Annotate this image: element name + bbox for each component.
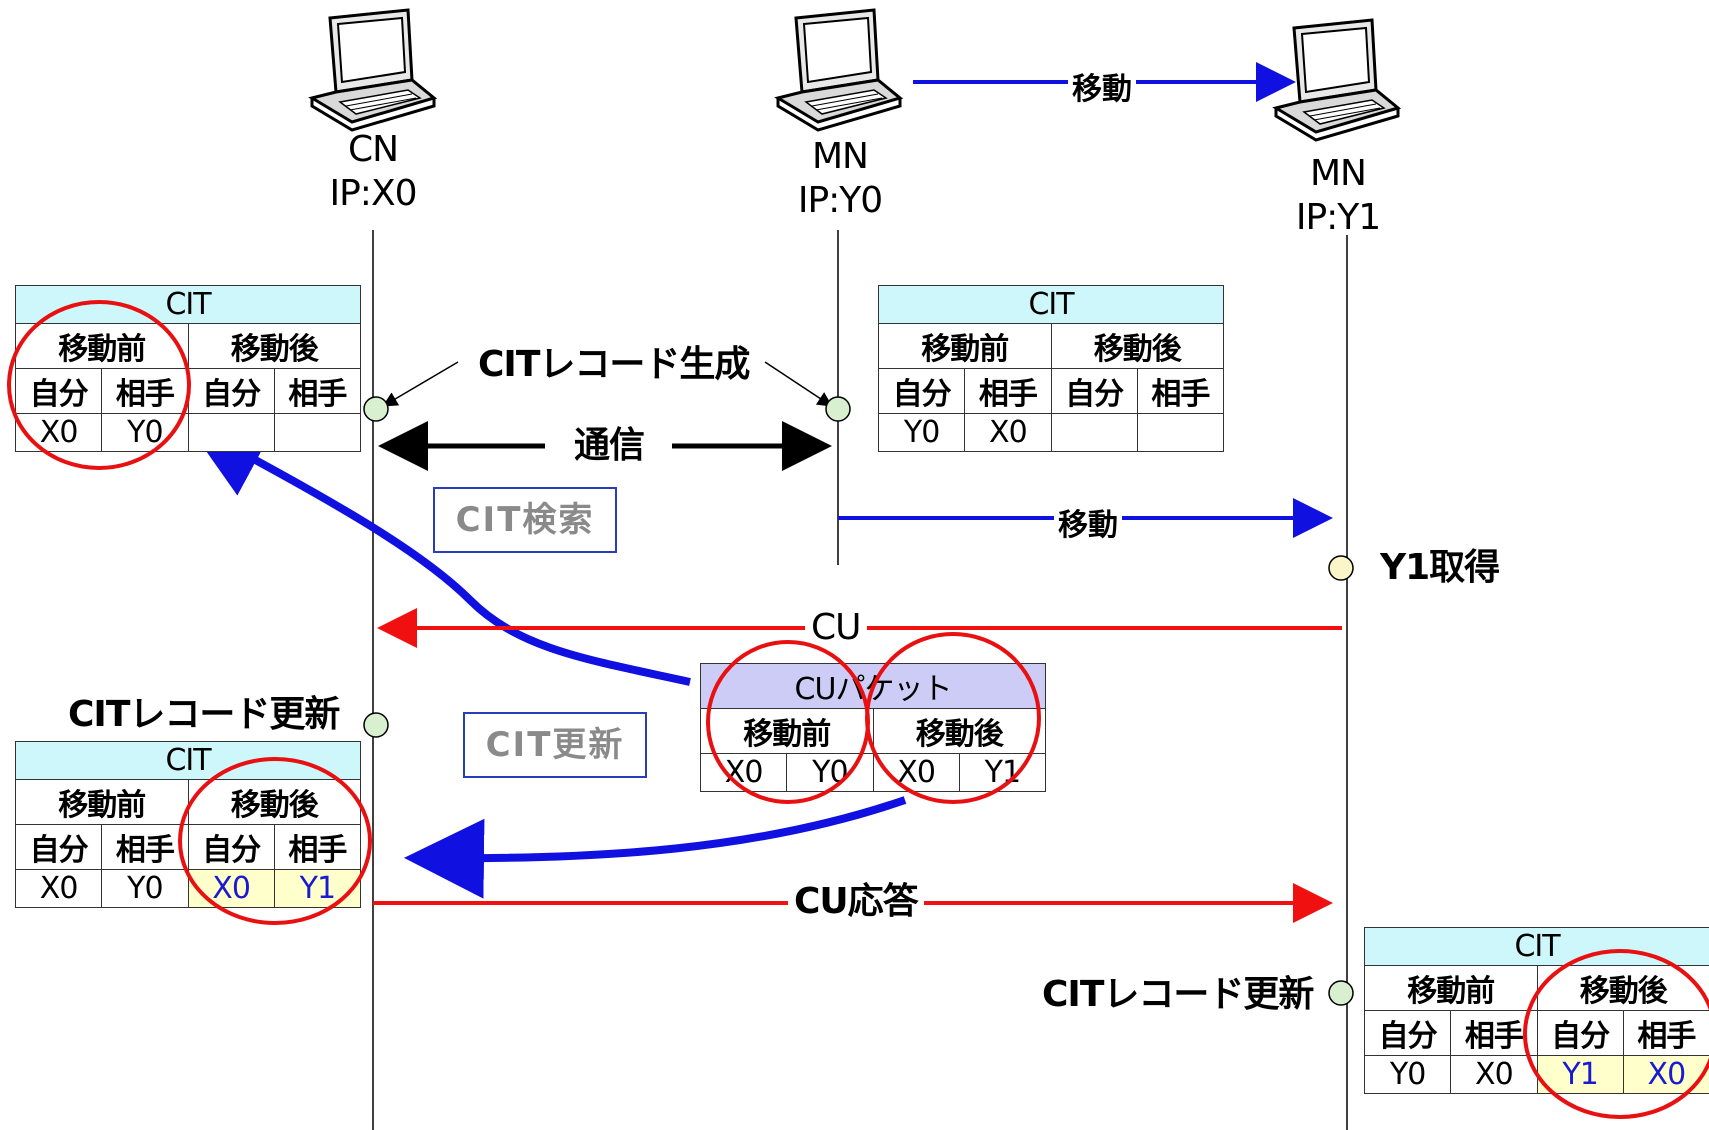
self-header: 自分 xyxy=(16,369,102,414)
after-header: 移動後 xyxy=(1051,324,1224,369)
self-header: 自分 xyxy=(879,369,965,414)
peer-header: 相手 xyxy=(965,369,1051,414)
cell-before-self: X0 xyxy=(16,414,102,452)
pointer-line-mn xyxy=(765,362,830,405)
node-mn-after-ip: IP:Y1 xyxy=(1296,196,1380,240)
node-mn-before-name: MN xyxy=(798,135,882,179)
cit-table-cn-updated: CIT 移動前 移動後 自分 相手 自分 相手 X0 Y0 X0 Y1 xyxy=(15,741,361,908)
cu-after-header: 移動後 xyxy=(873,709,1046,754)
cell-after-self: Y1 xyxy=(1537,1056,1623,1094)
cit-record-update-cn-label: CITレコード更新 xyxy=(68,695,339,735)
cell-after-self xyxy=(188,414,274,452)
communication-label: 通信 xyxy=(574,426,644,466)
event-dot-mn-update xyxy=(1329,981,1353,1005)
laptop-icon-mn-after xyxy=(1276,20,1398,140)
self-header: 自分 xyxy=(188,369,274,414)
before-header: 移動前 xyxy=(1365,966,1538,1011)
cu-cell-after-a: X0 xyxy=(873,754,959,792)
cu-label: CU xyxy=(805,608,867,648)
cu-packet-title: CUパケット xyxy=(701,664,1046,709)
after-header: 移動後 xyxy=(188,324,361,369)
cell-before-peer: Y0 xyxy=(102,870,188,908)
cit-table-cn-initial: CIT 移動前 移動後 自分 相手 自分 相手 X0 Y0 xyxy=(15,285,361,452)
cell-after-peer: X0 xyxy=(1623,1056,1709,1094)
peer-header: 相手 xyxy=(1451,1011,1537,1056)
cu-cell-before-a: X0 xyxy=(701,754,787,792)
cell-after-self: X0 xyxy=(188,870,274,908)
node-cn: CN IP:X0 xyxy=(329,128,416,216)
cell-after-peer xyxy=(1137,414,1223,452)
peer-header: 相手 xyxy=(102,369,188,414)
cu-cell-after-b: Y1 xyxy=(959,754,1045,792)
peer-header: 相手 xyxy=(1623,1011,1709,1056)
cit-record-create-label: CITレコード生成 xyxy=(478,345,749,385)
cit-title: CIT xyxy=(879,286,1224,324)
event-dot-y1 xyxy=(1329,556,1353,580)
event-dot-cn-update xyxy=(364,713,388,737)
cu-before-header: 移動前 xyxy=(701,709,874,754)
cell-before-self: X0 xyxy=(16,870,102,908)
cell-after-peer xyxy=(274,414,360,452)
laptop-icon-cn xyxy=(312,10,434,130)
peer-header: 相手 xyxy=(274,825,360,870)
self-header: 自分 xyxy=(16,825,102,870)
cit-search-box: CIT検索 xyxy=(433,487,617,553)
cit-title: CIT xyxy=(16,742,361,780)
before-header: 移動前 xyxy=(16,780,189,825)
cit-title: CIT xyxy=(1365,928,1709,966)
node-mn-before: MN IP:Y0 xyxy=(798,135,882,223)
cit-search-curve xyxy=(200,430,690,682)
cit-table-mn-initial: CIT 移動前 移動後 自分 相手 自分 相手 Y0 X0 xyxy=(878,285,1224,452)
cell-after-self xyxy=(1051,414,1137,452)
move-label-top: 移動 xyxy=(1068,64,1136,108)
laptop-icon-mn-before xyxy=(778,10,900,130)
node-cn-name: CN xyxy=(329,128,416,172)
before-header: 移動前 xyxy=(16,324,189,369)
cit-update-curve xyxy=(420,800,905,858)
cell-before-peer: Y0 xyxy=(102,414,188,452)
cit-record-update-mn-label: CITレコード更新 xyxy=(1042,975,1313,1015)
event-dot-mn-create xyxy=(826,397,850,421)
cell-before-self: Y0 xyxy=(879,414,965,452)
self-header: 自分 xyxy=(1537,1011,1623,1056)
cu-cell-before-b: Y0 xyxy=(787,754,873,792)
pointer-line-cn xyxy=(385,362,458,405)
self-header: 自分 xyxy=(1365,1011,1451,1056)
peer-header: 相手 xyxy=(274,369,360,414)
after-header: 移動後 xyxy=(188,780,361,825)
cell-before-self: Y0 xyxy=(1365,1056,1451,1094)
y1-acquire-label: Y1取得 xyxy=(1380,548,1499,588)
cell-after-peer: Y1 xyxy=(274,870,360,908)
event-dot-cn-create xyxy=(364,397,388,421)
self-header: 自分 xyxy=(188,825,274,870)
peer-header: 相手 xyxy=(1137,369,1223,414)
node-mn-after-name: MN xyxy=(1296,152,1380,196)
move-label-mid: 移動 xyxy=(1054,500,1122,544)
cit-table-mn-updated: CIT 移動前 移動後 自分 相手 自分 相手 Y0 X0 Y1 X0 xyxy=(1364,927,1709,1094)
cell-before-peer: X0 xyxy=(1451,1056,1537,1094)
node-mn-before-ip: IP:Y0 xyxy=(798,179,882,223)
peer-header: 相手 xyxy=(102,825,188,870)
after-header: 移動後 xyxy=(1537,966,1709,1011)
self-header: 自分 xyxy=(1051,369,1137,414)
before-header: 移動前 xyxy=(879,324,1052,369)
cell-before-peer: X0 xyxy=(965,414,1051,452)
cit-update-box: CIT更新 xyxy=(463,712,647,778)
node-mn-after: MN IP:Y1 xyxy=(1296,152,1380,240)
cit-title: CIT xyxy=(16,286,361,324)
cu-response-label: CU応答 xyxy=(788,882,924,922)
cu-packet-table: CUパケット 移動前 移動後 X0 Y0 X0 Y1 xyxy=(700,663,1046,792)
node-cn-ip: IP:X0 xyxy=(329,172,416,216)
